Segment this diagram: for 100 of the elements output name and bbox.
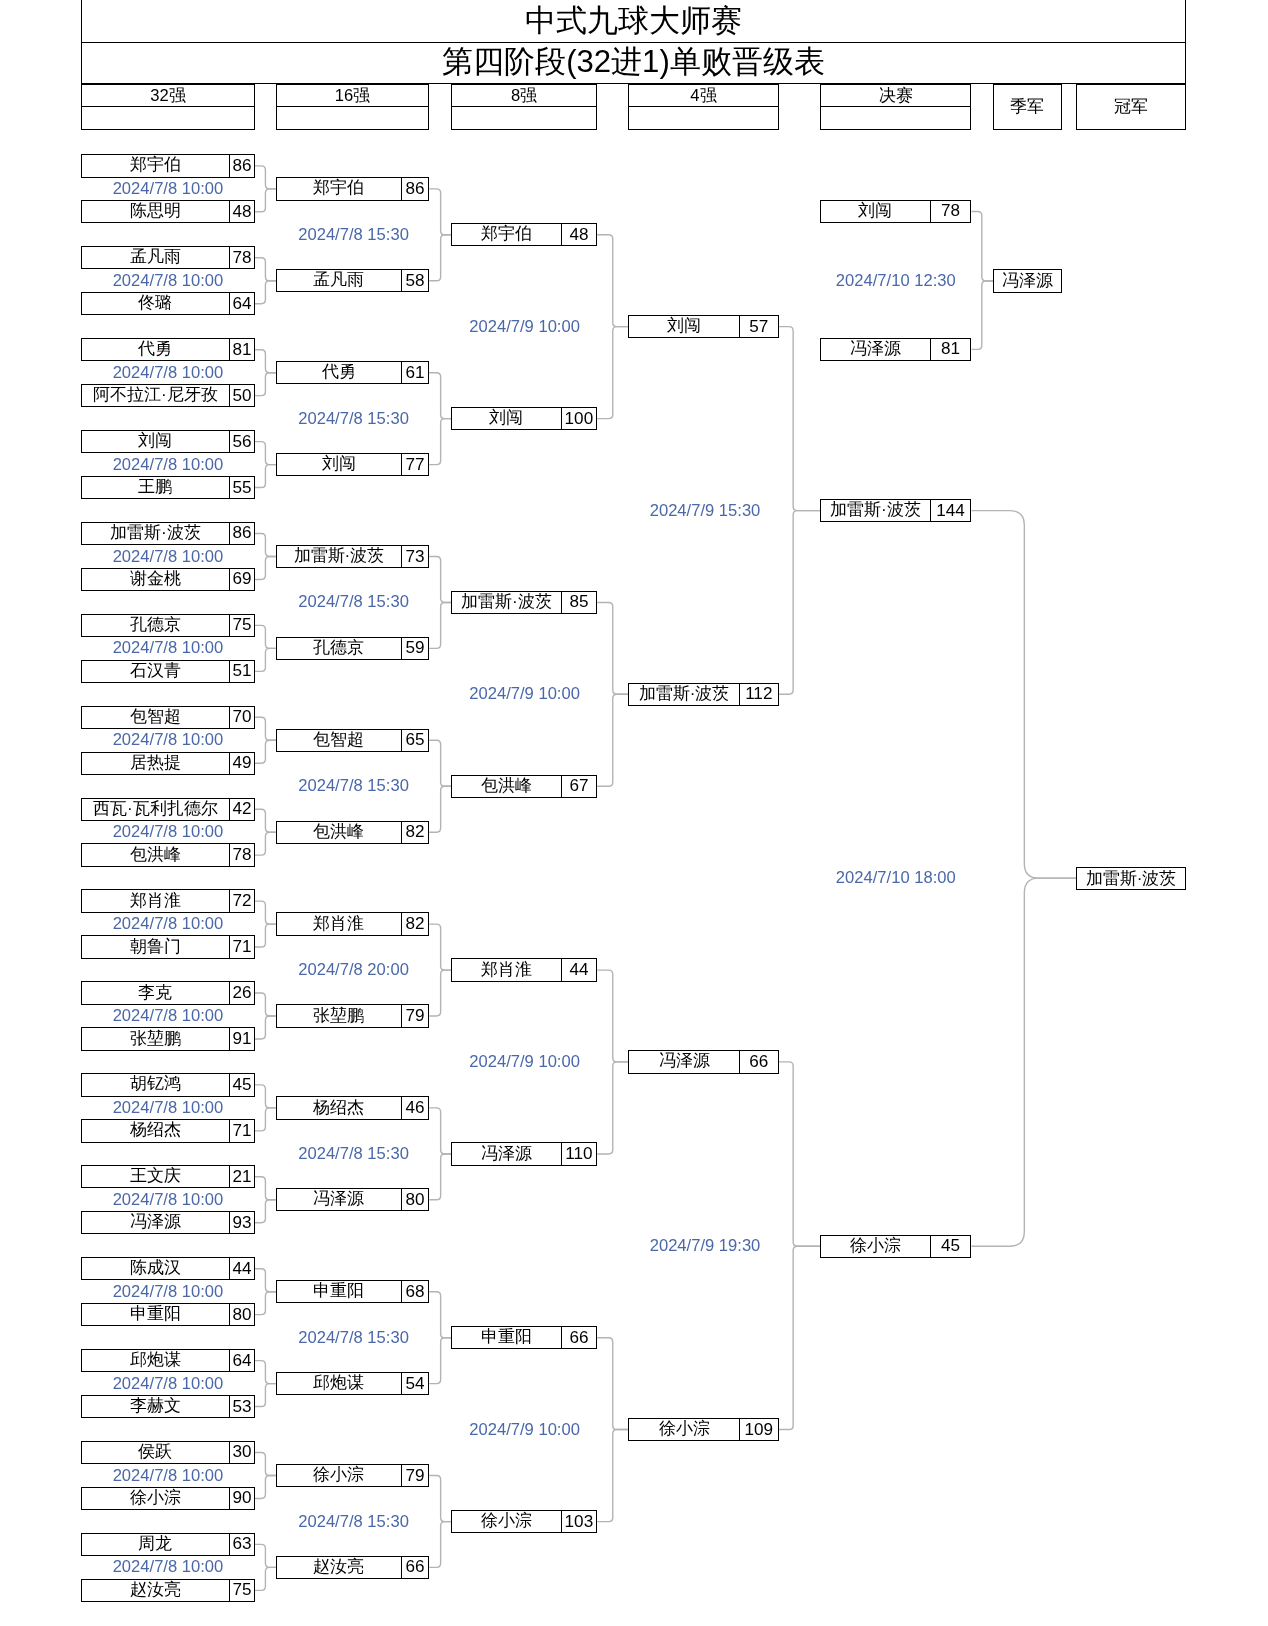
score-cell: 103 [560,1510,597,1533]
bracket-line [254,647,277,673]
bracket-box [80,1165,256,1189]
bracket-box [80,200,256,224]
bracket-box [451,1509,598,1534]
score-cell: 65 [400,729,429,751]
bracket-box [628,1417,779,1442]
player-name: 申重阳 [480,1328,532,1348]
score-cell: 68 [400,1281,429,1303]
player-name: 包智超 [313,730,365,750]
player-name: 周龙 [138,1535,173,1554]
match-time: 2024/7/8 15:30 [298,409,409,429]
bracket-box [80,383,256,408]
bracket-box [820,1234,972,1258]
score-cell: 51 [228,660,255,682]
score-cell: 26 [228,982,255,1004]
player-name: 冯泽源 [658,1052,710,1072]
score-cell: 72 [228,890,255,912]
match-time: 2024/7/8 10:00 [112,546,224,567]
score-cell: 42 [228,798,255,820]
bracket-line [254,463,277,489]
match-time: 2024/7/8 10:00 [112,455,224,475]
player-name: 侯跃 [138,1443,173,1462]
player-name: 包洪峰 [313,822,365,842]
match-time: 2024/7/8 10:00 [112,179,224,199]
match-time: 2024/7/8 15:30 [298,1144,409,1164]
score-cell: 50 [228,384,255,407]
match-time: 2024/7/8 15:30 [298,225,409,245]
match-time: 2024/7/8 20:00 [298,960,409,980]
bracket-box [80,1578,256,1602]
match-time: 2024/7/8 10:00 [112,914,224,934]
bracket-box [628,682,779,706]
score-cell: 66 [560,1327,597,1349]
match-time: 2024/7/8 10:00 [112,363,224,383]
match-time: 2024/7/10 12:30 [835,271,956,291]
player-name: 孟凡雨 [313,271,365,291]
match-time: 2024/7/8 10:00 [112,1466,224,1486]
bracket-box [80,475,256,500]
player-name: 代勇 [138,340,173,360]
player-name: 徐小淙 [129,1489,181,1508]
match-time: 2024/7/8 10:00 [112,1282,224,1302]
match-time: 2024/7/8 10:00 [112,271,224,291]
player-name: 徐小淙 [480,1512,532,1531]
bracket-line [777,1245,821,1431]
score-cell: 64 [228,293,255,315]
match-time: 2024/7/8 15:30 [298,776,409,796]
bracket-box [80,1486,256,1511]
player-name: 赵汝亮 [129,1580,181,1600]
player-name: 冯泽源 [480,1144,532,1164]
bracket-box [451,1142,598,1166]
bracket-line [970,877,1077,1247]
player-name: 加雷斯·波茨 [830,501,921,520]
bracket-box [451,407,598,431]
score-cell: 54 [400,1372,429,1395]
score-cell: 78 [228,844,255,866]
bracket-box [820,199,972,224]
match-time: 2024/7/8 10:00 [112,1098,224,1118]
score-cell: 86 [400,178,429,200]
score-cell: 75 [228,614,255,637]
bracket-box [80,1532,256,1557]
player-name: 杨绍杰 [313,1098,365,1118]
bracket-box [80,521,256,546]
column-header: 16强 [275,83,430,108]
bracket-line [254,739,277,764]
score-cell: 81 [929,338,971,361]
bracket-box [80,1440,256,1465]
bracket-box [80,935,256,959]
score-cell: 69 [228,568,255,591]
player-name: 刘闯 [489,409,524,429]
score-cell: 61 [400,362,429,384]
bracket-box [275,544,430,569]
player-name: 郑宇伯 [129,156,181,176]
column-header: 4强 [628,83,779,108]
score-cell: 30 [228,1441,255,1464]
player-name: 张堃鹏 [129,1029,181,1049]
bracket-line [254,1291,277,1316]
match-time: 2024/7/9 15:30 [649,501,761,521]
player-name: 郑宇伯 [313,179,365,199]
match-time: 2024/7/9 19:30 [649,1236,761,1256]
player-name: 郑肖淮 [129,891,181,911]
score-cell: 48 [228,201,255,223]
bracket-box [275,636,430,661]
bracket-box [451,590,598,615]
score-cell: 45 [228,1074,255,1096]
bracket-line [428,417,452,466]
bracket-box [80,338,256,362]
player-name: 朝鲁门 [129,937,181,957]
score-cell: 91 [228,1028,255,1050]
bracket-box [80,1211,256,1235]
player-name: 邱炮谋 [313,1374,365,1393]
score-cell: 56 [228,430,255,453]
score-cell: 110 [560,1143,597,1165]
score-cell: 86 [228,155,255,177]
score-cell: 21 [228,1166,255,1188]
player-name: 加雷斯·波茨 [638,684,730,704]
bracket-box [275,912,430,936]
bracket-box [275,361,430,385]
player-name: 西瓦·瓦利扎德尔 [93,799,218,819]
score-cell: 70 [228,706,255,728]
match-time: 2024/7/9 10:00 [469,317,580,337]
